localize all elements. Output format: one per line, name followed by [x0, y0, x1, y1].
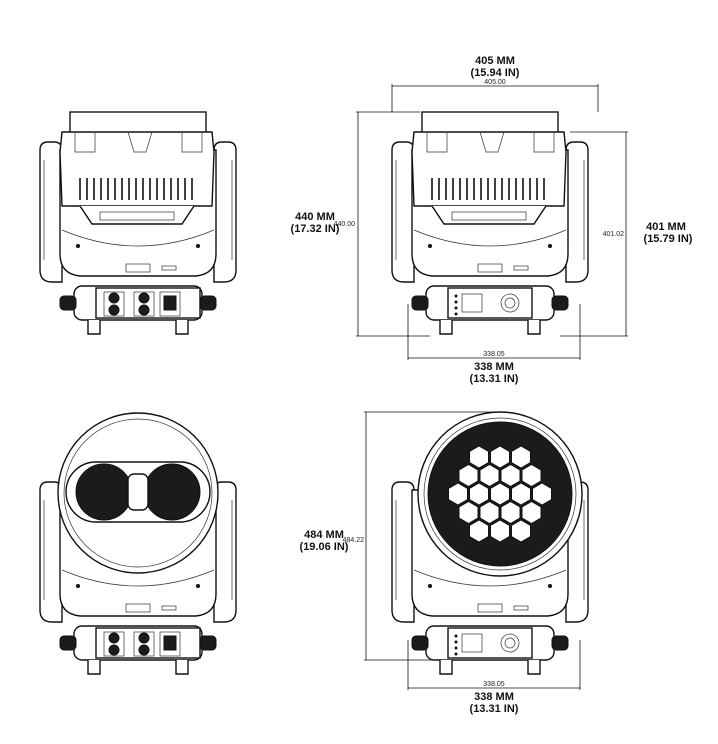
hex-cell — [479, 501, 500, 524]
top-width-mm: 405 MM — [475, 55, 515, 67]
side-height-mm: 401 MM — [646, 221, 686, 233]
hex-cell — [490, 482, 510, 506]
rear-view-left — [39, 111, 237, 335]
hex-cell — [511, 519, 531, 543]
hex-cell — [532, 482, 552, 506]
top-base-mm: 338 MM — [474, 361, 514, 373]
hex-cell — [500, 464, 521, 487]
rear-view-dimensioned — [391, 111, 589, 335]
top-width-value: 405.00 — [484, 79, 506, 86]
hex-cell — [500, 501, 521, 524]
bottom-height-mm: 484 MM — [304, 529, 344, 541]
top-width-in: (15.94 IN) — [471, 67, 520, 79]
hex-cell — [458, 501, 479, 524]
side-height-value: 401.02 — [603, 231, 625, 238]
bottom-height-in: (19.06 IN) — [300, 541, 349, 553]
hex-cell — [521, 464, 542, 487]
dim-lines-top — [356, 84, 628, 360]
hex-cell — [469, 519, 489, 543]
hex-cell — [479, 464, 500, 487]
hex-cell — [469, 445, 489, 469]
bottom-base-mm: 338 MM — [474, 691, 514, 703]
hex-cell — [458, 464, 479, 487]
hex-cell — [521, 501, 542, 524]
top-base-in: (13.31 IN) — [470, 373, 519, 385]
top-height-value: 440.00 — [334, 221, 356, 228]
bottom-base-value: 338.05 — [483, 681, 505, 688]
hex-cell — [448, 482, 468, 506]
dim-lines-bottom — [364, 411, 581, 690]
hex-cell — [469, 482, 489, 506]
side-height-in: (15.79 IN) — [644, 233, 693, 245]
hex-cell — [511, 445, 531, 469]
hex-cell — [511, 482, 531, 506]
top-height-mm: 440 MM — [295, 211, 335, 223]
top-base-value: 338.05 — [483, 351, 505, 358]
bottom-height-value: 484.22 — [343, 537, 365, 544]
bottom-base-in: (13.31 IN) — [470, 703, 519, 715]
hex-cell — [490, 519, 510, 543]
hex-cell — [490, 445, 510, 469]
top-height-in: (17.32 IN) — [291, 223, 340, 235]
